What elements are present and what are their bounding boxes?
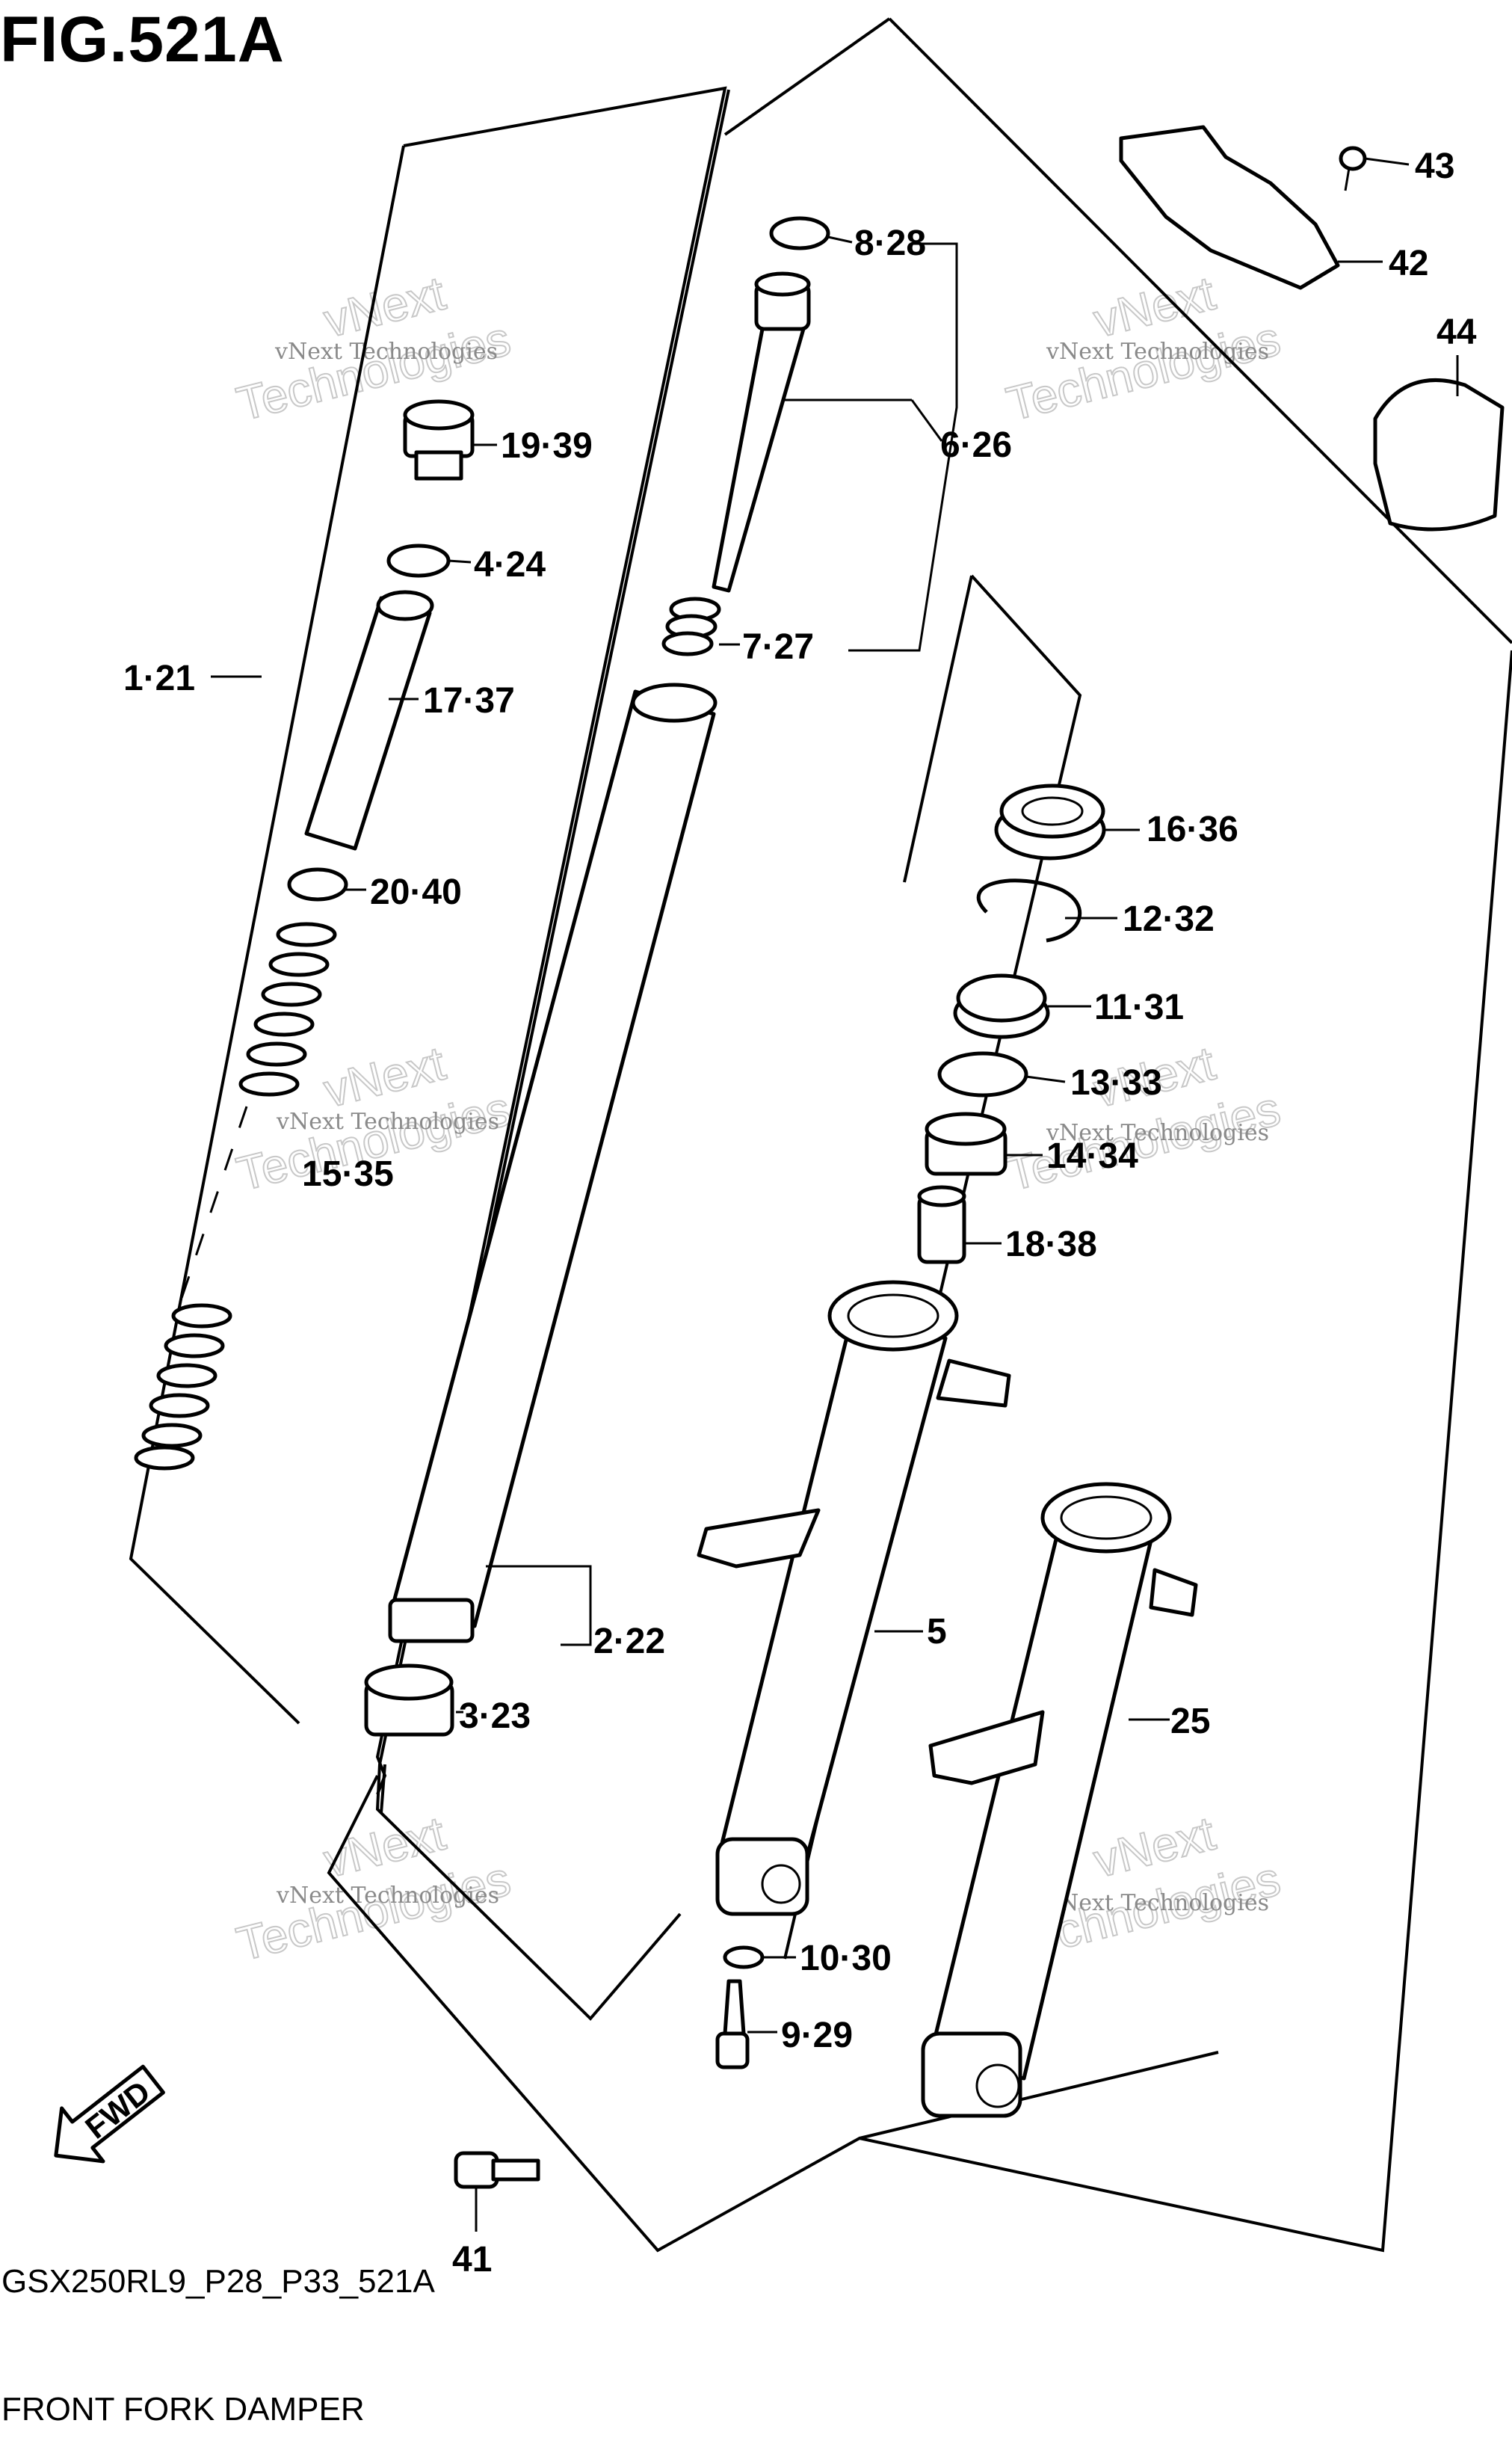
main-frame-outline: [723, 17, 891, 136]
main-frame-outline: [327, 650, 1512, 2253]
part-11-seal-retainer[interactable]: [953, 973, 1050, 1039]
part-5-outer-tube-left[interactable]: [697, 1280, 1011, 1916]
part-15-fork-spring[interactable]: [134, 922, 337, 1471]
callout-7-27: 7·27: [742, 627, 814, 667]
callout-11-31: 11·31: [1094, 988, 1184, 1027]
rod-frame-outline: [129, 145, 405, 1725]
figure-name: FRONT FORK DAMPER: [1, 2391, 365, 2428]
part-13-washer[interactable]: [937, 1051, 1028, 1098]
callout-10-30: 10·30: [800, 1939, 892, 1978]
callout-15-35: 15·35: [302, 1154, 394, 1194]
watermark-text: vNext Technologies: [1046, 1120, 1269, 1146]
part-10-gasket[interactable]: [723, 1945, 765, 1969]
part-20-washer[interactable]: [287, 867, 348, 902]
part-12-circlip[interactable]: [976, 878, 1082, 943]
callout-44: 44: [1437, 313, 1477, 352]
figure-code: GSX250RL9_P28_P33_521A: [1, 2263, 435, 2300]
part-43-screw[interactable]: [1339, 146, 1367, 191]
part-16-oil-seal[interactable]: [994, 784, 1106, 861]
part-14-guide-bushing[interactable]: [925, 1112, 1008, 1176]
part-25-outer-tube-right[interactable]: [921, 1482, 1198, 2118]
part-4-o-ring[interactable]: [386, 544, 451, 578]
callout-9-29: 9·29: [781, 2016, 853, 2055]
callout-20-40: 20·40: [370, 872, 462, 912]
main-frame-outline: [888, 17, 1512, 644]
callout-19-39: 19·39: [501, 426, 593, 466]
callout-16-36: 16·36: [1147, 810, 1238, 849]
callout-18-38: 18·38: [1005, 1225, 1097, 1264]
callout-12-32: 12·32: [1123, 899, 1215, 939]
watermark-text: vNext Technologies: [1046, 339, 1269, 365]
part-42-bracket[interactable]: [1119, 125, 1340, 290]
callout-25: 25: [1170, 1702, 1210, 1741]
part-44-cover[interactable]: [1373, 378, 1505, 532]
part-2-inner-tube[interactable]: [388, 683, 718, 1643]
callout-5: 5: [927, 1612, 947, 1652]
part-6-damper-rod[interactable]: [712, 271, 811, 593]
part-7-rebound-spring[interactable]: [661, 597, 721, 656]
callout-13-33: 13·33: [1070, 1063, 1162, 1103]
callout-14-34: 14·34: [1046, 1136, 1138, 1176]
leader-lines: [211, 157, 1459, 2232]
callout-2-22: 2·22: [593, 1622, 665, 1661]
watermark-text: vNext Technologies: [276, 1109, 499, 1135]
part-41-bolt[interactable]: [454, 2151, 540, 2189]
watermark-text: vNext Technologies: [274, 339, 498, 365]
part-17-spacer[interactable]: [304, 590, 434, 851]
frame-line: [859, 2051, 1219, 2140]
callout-4-24: 4·24: [474, 545, 546, 585]
seal-frame-outline: [903, 575, 973, 883]
callout-6-26: 6·26: [940, 425, 1012, 465]
callout-17-37: 17·37: [423, 681, 515, 721]
part-3-slide-bushing[interactable]: [364, 1663, 454, 1737]
callout-8-28: 8·28: [854, 224, 926, 263]
figure-title: FIG.521A: [0, 4, 285, 76]
part-19-cap-bolt[interactable]: [403, 399, 475, 481]
tube-frame-outline: [375, 89, 730, 2021]
watermark-text: vNext Technologies: [1046, 1890, 1269, 1916]
forward-direction-arrow: FWD: [54, 2064, 165, 2164]
callout-42: 42: [1389, 244, 1428, 283]
callout-3-23: 3·23: [459, 1696, 531, 1736]
part-9-damper-bolt[interactable]: [715, 1979, 750, 2069]
callout-43: 43: [1415, 147, 1454, 186]
part-18-oil-lock-piece[interactable]: [917, 1185, 966, 1264]
inner-tube-frame-outline: [380, 1764, 386, 1814]
watermark-text: vNext Technologies: [276, 1883, 499, 1909]
part-8-ring[interactable]: [769, 216, 830, 250]
callout-labels: 8·28 6·26 7·27 19·39 4·24 1·21 17·37 20·…: [123, 147, 1477, 2280]
callout-1-21: 1·21: [123, 659, 195, 698]
callout-41: 41: [452, 2240, 492, 2280]
